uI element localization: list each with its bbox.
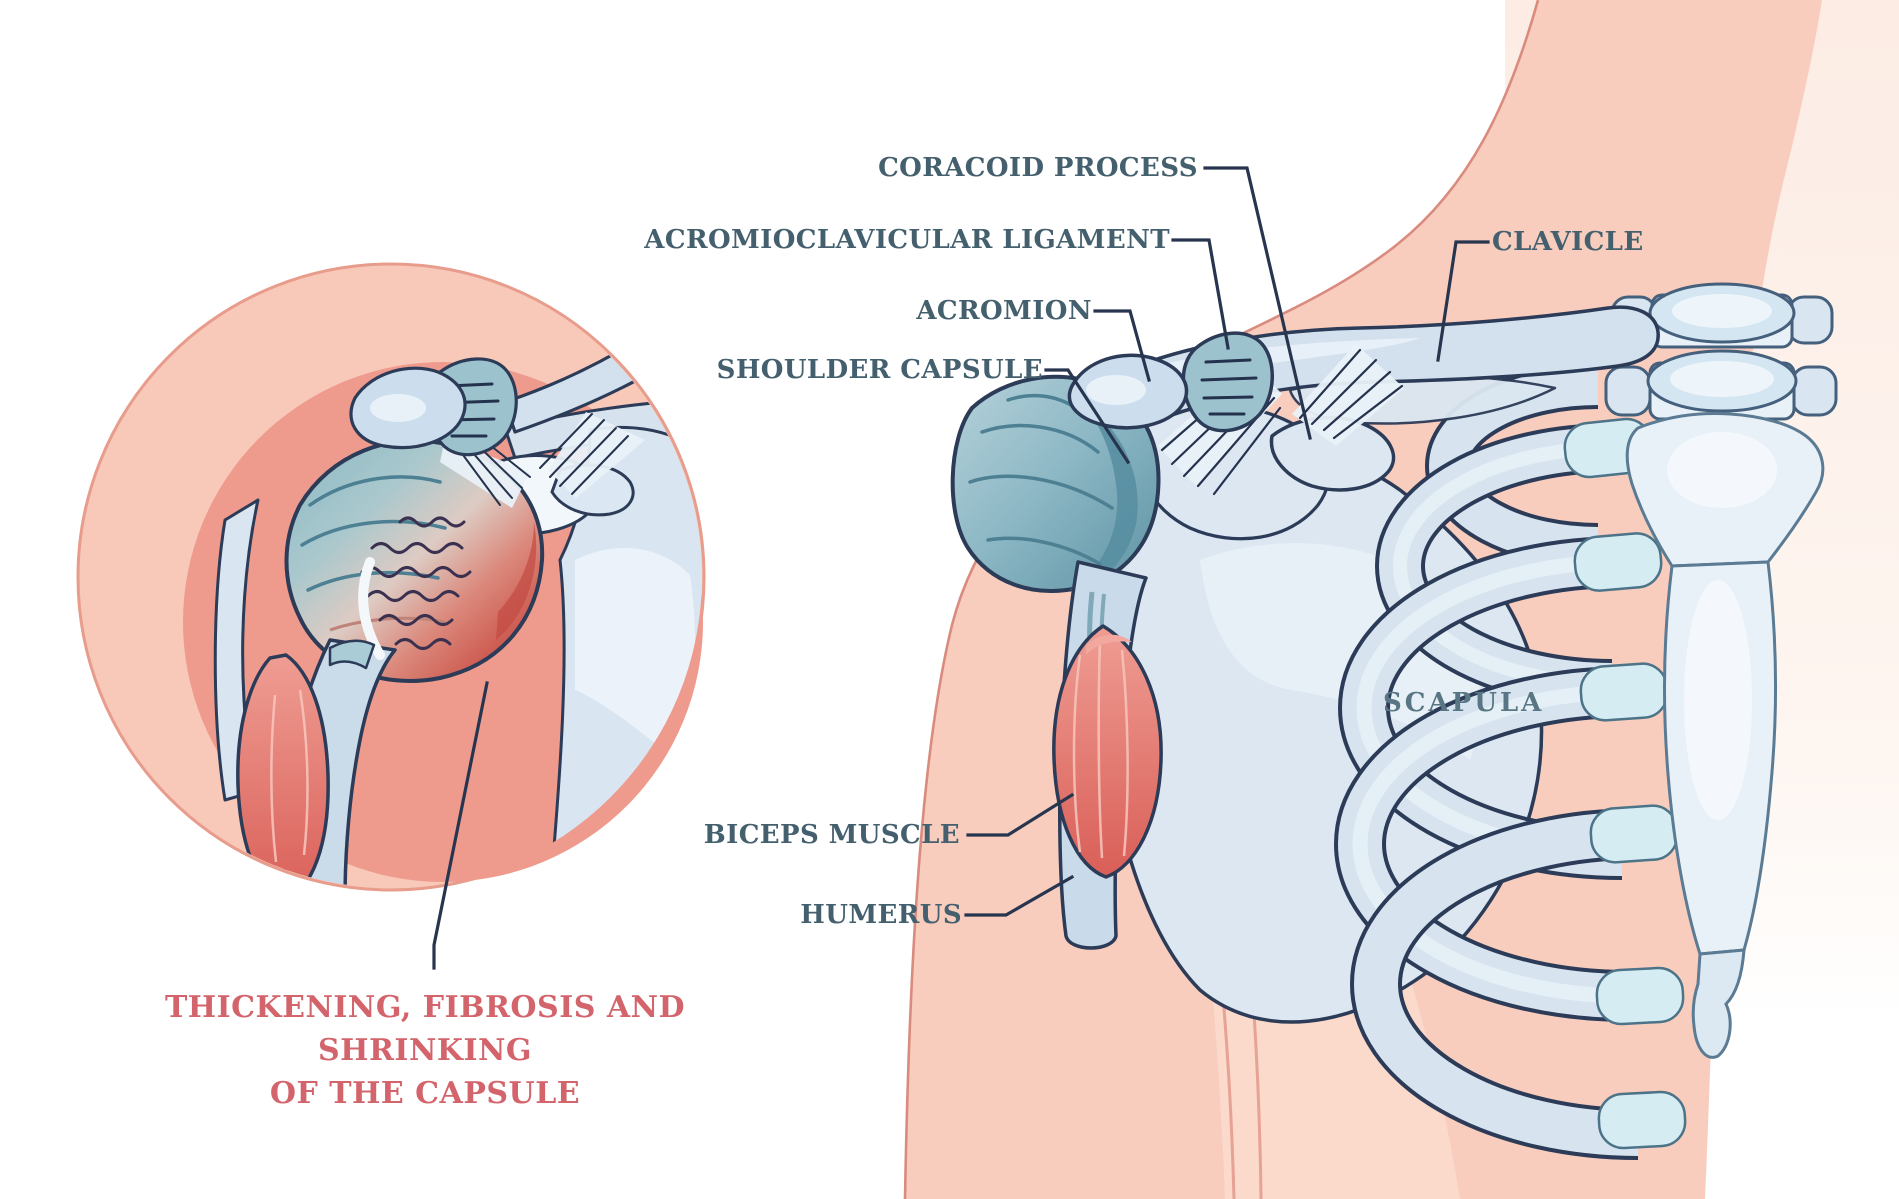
leader-capsule-caption xyxy=(432,681,489,970)
xiphoid-process xyxy=(1691,948,1746,1059)
main-illustration xyxy=(903,0,1899,1199)
label-acromion: ACROMION xyxy=(916,296,1092,326)
leader-acromioclavicular-ligament xyxy=(1171,238,1230,350)
acromion-bone xyxy=(1067,353,1189,430)
label-shoulder-capsule: SHOULDER CAPSULE xyxy=(716,355,1043,385)
leader-biceps-muscle xyxy=(966,792,1075,837)
caption-line1: THICKENING, FIBROSIS AND SHRINKING xyxy=(164,990,686,1068)
label-scapula: SCAPULA xyxy=(1383,688,1545,718)
inset-fibrotic-capsule xyxy=(284,438,545,683)
inset-acromion xyxy=(349,366,467,450)
leader-coracoid-process xyxy=(1203,166,1312,440)
leader-lines xyxy=(432,166,1490,970)
label-acromioclavicular-ligament: ACROMIOCLAVICULAR LIGAMENT xyxy=(644,225,1170,255)
leader-humerus xyxy=(964,874,1075,917)
leader-clavicle xyxy=(1436,240,1490,362)
label-humerus: HUMERUS xyxy=(800,900,962,930)
inset-ligament-fan xyxy=(539,412,645,498)
sternum-bone xyxy=(1604,282,1838,1059)
label-clavicle: CLAVICLE xyxy=(1492,227,1644,257)
costal-cartilage xyxy=(1563,417,1687,1150)
biceps-muscle-graphic xyxy=(1052,624,1163,879)
leader-acromion xyxy=(1093,309,1151,382)
caption-line2: OF THE CAPSULE xyxy=(269,1076,581,1111)
vertebra xyxy=(1604,349,1838,421)
inset-tendon xyxy=(328,639,376,670)
label-coracoid-process: CORACOID PROCESS xyxy=(878,153,1198,183)
inset-circle xyxy=(76,262,706,892)
caption-thickening-fibrosis: THICKENING, FIBROSIS AND SHRINKING OF TH… xyxy=(60,986,790,1115)
ligament-fan xyxy=(1292,344,1404,446)
label-biceps-muscle: BICEPS MUSCLE xyxy=(703,820,960,850)
fibrosis-squiggles xyxy=(360,516,472,650)
leader-shoulder-capsule xyxy=(1044,368,1131,465)
inset-biceps xyxy=(236,653,330,888)
